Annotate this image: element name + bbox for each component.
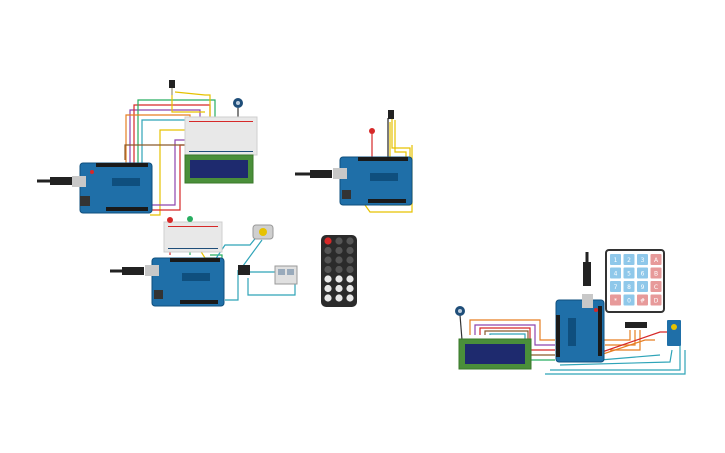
- breadboard-1[interactable]: [184, 116, 258, 156]
- remote-button-vol+[interactable]: [335, 237, 343, 245]
- keypad-key-9[interactable]: [610, 281, 621, 292]
- keypad-key-13[interactable]: [610, 294, 621, 306]
- keypad-key-14[interactable]: [623, 294, 635, 306]
- circuit-4-wires: [459, 314, 686, 375]
- keypad-key-2[interactable]: [623, 254, 635, 265]
- keypad-key-label: 1: [614, 257, 618, 264]
- remote-button-0[interactable]: [324, 265, 332, 274]
- circuit-4[interactable]: 1 2 3 A 4 5 6 B 7 8 9 C * 0 # D: [455, 249, 686, 375]
- keypad-key-label: 9: [641, 284, 645, 291]
- remote-button-down[interactable]: [324, 256, 332, 264]
- led-red-2[interactable]: [167, 217, 173, 223]
- keypad-key-label: 7: [614, 284, 618, 291]
- usb-cable-4: [583, 252, 591, 286]
- lcd-16x2-2[interactable]: [458, 338, 532, 370]
- circuit-1[interactable]: [37, 80, 258, 216]
- led-red-1[interactable]: [369, 128, 375, 134]
- remote-button-2[interactable]: [335, 275, 343, 283]
- remote-button-func[interactable]: [346, 237, 354, 245]
- ir-remote-buttons[interactable]: [324, 237, 354, 302]
- keypad-key-label: 3: [641, 257, 645, 264]
- keypad-key-4[interactable]: [650, 254, 662, 265]
- usb-cable-2: [295, 170, 332, 178]
- keypad-key-label: C: [654, 284, 658, 291]
- keypad-key-label: B: [654, 271, 658, 278]
- arduino-uno-4[interactable]: [555, 294, 605, 363]
- led-green-1[interactable]: [187, 216, 193, 222]
- dc-motor[interactable]: [252, 224, 274, 240]
- arduino-uno-1[interactable]: [72, 162, 153, 214]
- relay-module[interactable]: [274, 265, 298, 285]
- ir-sensor-1[interactable]: [169, 80, 175, 95]
- remote-button-3[interactable]: [346, 275, 354, 283]
- keypad-key-label: 6: [641, 271, 645, 278]
- keypad-key-label: A: [654, 257, 659, 264]
- keypad-key-label: 8: [627, 284, 631, 291]
- circuit-3[interactable]: [110, 216, 298, 307]
- breadboard-2[interactable]: [163, 221, 223, 253]
- potentiometer-1[interactable]: [233, 98, 243, 108]
- circuit-2[interactable]: [295, 110, 413, 213]
- keypad-key-label: *: [614, 298, 617, 305]
- remote-button-6[interactable]: [346, 284, 354, 293]
- remote-button-play[interactable]: [335, 246, 343, 255]
- arduino-uno-2[interactable]: [333, 156, 413, 206]
- remote-button-5[interactable]: [335, 284, 343, 293]
- sensor-module-4[interactable]: [667, 320, 681, 346]
- keypad-key-6[interactable]: [623, 267, 635, 279]
- remote-button-1[interactable]: [324, 275, 332, 283]
- keypad-connector: [625, 322, 647, 328]
- keypad-key-1[interactable]: [610, 254, 621, 265]
- keypad-4x4[interactable]: 1 2 3 A 4 5 6 B 7 8 9 C * 0 # D: [605, 249, 665, 328]
- keypad-key-label: 2: [627, 257, 631, 264]
- keypad-key-3[interactable]: [637, 254, 648, 265]
- keypad-key-11[interactable]: [637, 281, 648, 292]
- usb-cable-1: [37, 177, 72, 185]
- keypad-key-16[interactable]: [650, 294, 662, 306]
- keypad-keys[interactable]: 1 2 3 A 4 5 6 B 7 8 9 C * 0 # D: [610, 254, 662, 306]
- keypad-key-10[interactable]: [623, 281, 635, 292]
- usb-cable-3: [110, 267, 144, 275]
- sensor-2[interactable]: [388, 110, 394, 119]
- keypad-key-label: 0: [627, 298, 631, 305]
- motor-driver[interactable]: [238, 265, 250, 275]
- lcd-16x2-1[interactable]: [184, 154, 254, 184]
- remote-button-eq[interactable]: [335, 265, 343, 274]
- keypad-key-7[interactable]: [637, 267, 648, 279]
- remote-button-4[interactable]: [324, 284, 332, 293]
- remote-button-prev[interactable]: [324, 246, 332, 255]
- remote-button-7[interactable]: [324, 294, 332, 302]
- keypad-key-label: 5: [627, 271, 631, 278]
- potentiometer-2[interactable]: [455, 306, 465, 316]
- keypad-key-15[interactable]: [637, 294, 648, 306]
- ir-remote[interactable]: [321, 235, 357, 307]
- remote-button-next[interactable]: [346, 246, 354, 255]
- remote-button-vol-[interactable]: [335, 256, 343, 264]
- remote-button-8[interactable]: [335, 294, 343, 302]
- remote-button-power[interactable]: [324, 237, 332, 245]
- keypad-key-12[interactable]: [650, 281, 662, 292]
- remote-button-9[interactable]: [346, 294, 354, 302]
- keypad-key-label: 4: [614, 271, 618, 278]
- remote-button-up[interactable]: [346, 256, 354, 264]
- keypad-key-5[interactable]: [610, 267, 621, 279]
- arduino-uno-3[interactable]: [145, 257, 225, 307]
- remote-button-st[interactable]: [346, 265, 354, 274]
- keypad-key-label: D: [654, 298, 659, 305]
- keypad-key-label: #: [640, 298, 645, 305]
- keypad-key-8[interactable]: [650, 267, 662, 279]
